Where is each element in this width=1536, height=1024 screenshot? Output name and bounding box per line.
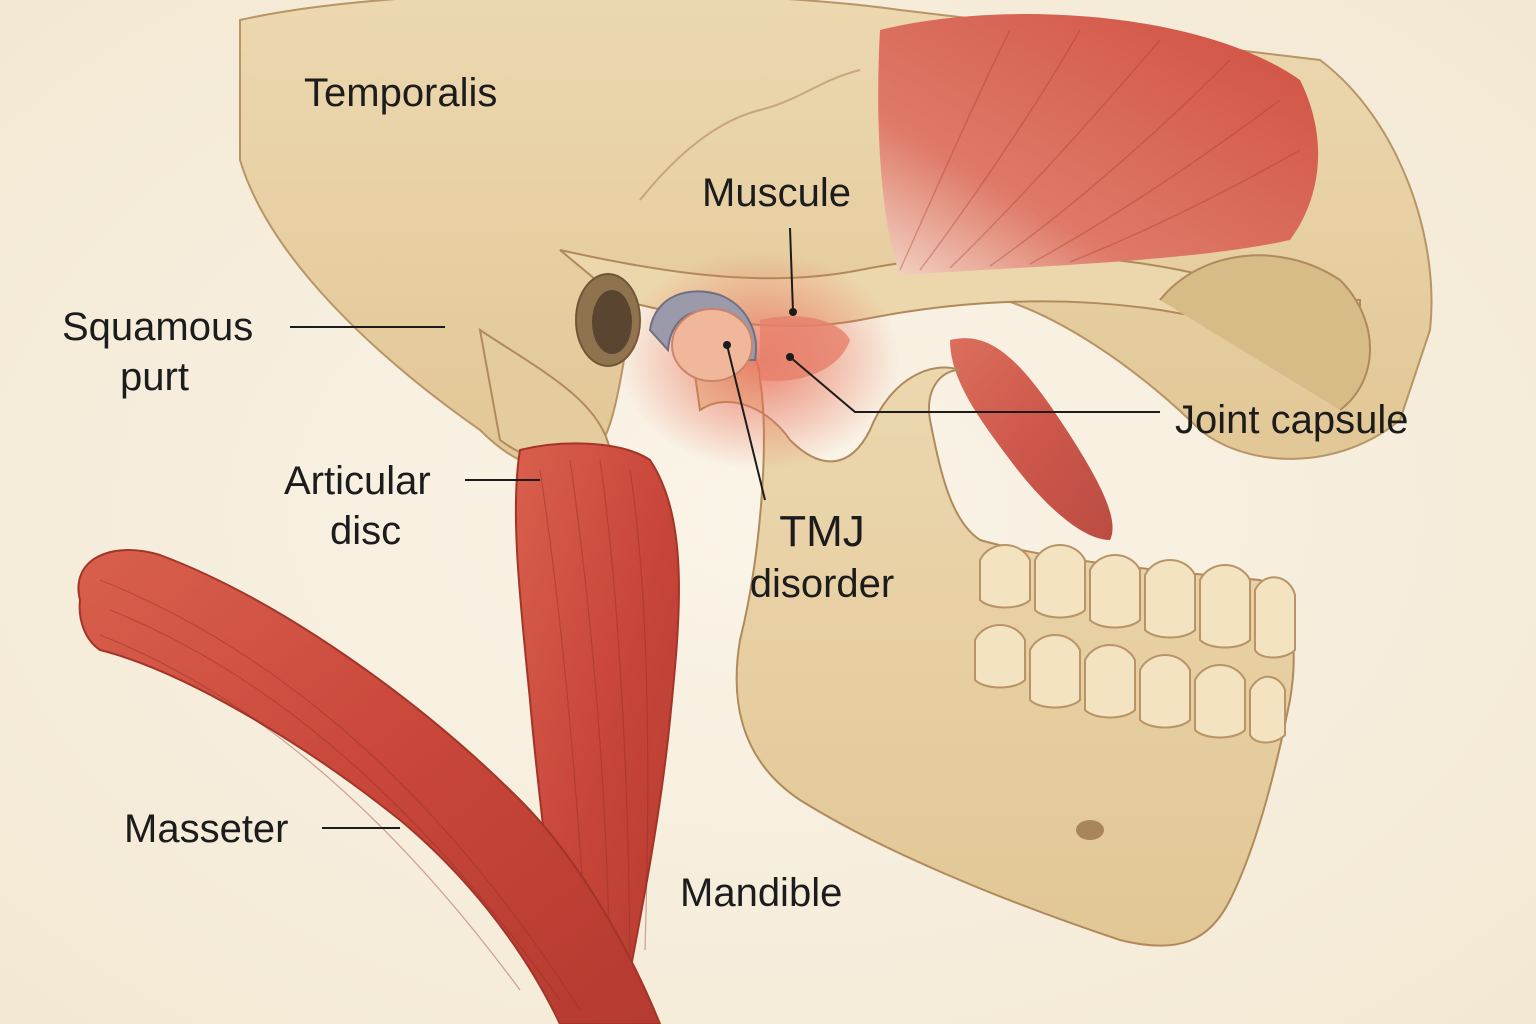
label-squamous-line1: Squamous [62,305,254,349]
label-tmj-line2: disorder [749,562,895,606]
temporomandibular-joint [648,290,850,382]
label-tmj-disorder: TMJ disorder [736,506,908,610]
label-mandible: Mandible [680,871,843,915]
label-temporalis: Temporalis [304,71,498,115]
label-squamous-part: Squamous purt [62,302,253,402]
teeth [974,544,1296,744]
label-articular-disc: Articular disc [284,456,431,556]
label-squamous-line2: purt [120,355,189,399]
label-masseter: Masseter [124,807,289,851]
leader-tmj [726,344,766,501]
label-articular-line1: Articular [284,459,431,503]
label-muscule: Muscule [702,171,851,215]
label-joint-capsule: Joint capsule [1175,398,1409,442]
label-tmj-line1: TMJ [779,507,865,556]
label-articular-line2: disc [330,509,402,553]
leader-muscule [789,227,794,313]
temporalis-muscle [878,14,1319,276]
leader-lines [290,227,1160,829]
leader-dots [723,308,797,361]
pterygoid-muscle [950,338,1113,540]
leader-joint-capsule [789,356,1160,413]
masseter-muscle [77,549,662,1024]
